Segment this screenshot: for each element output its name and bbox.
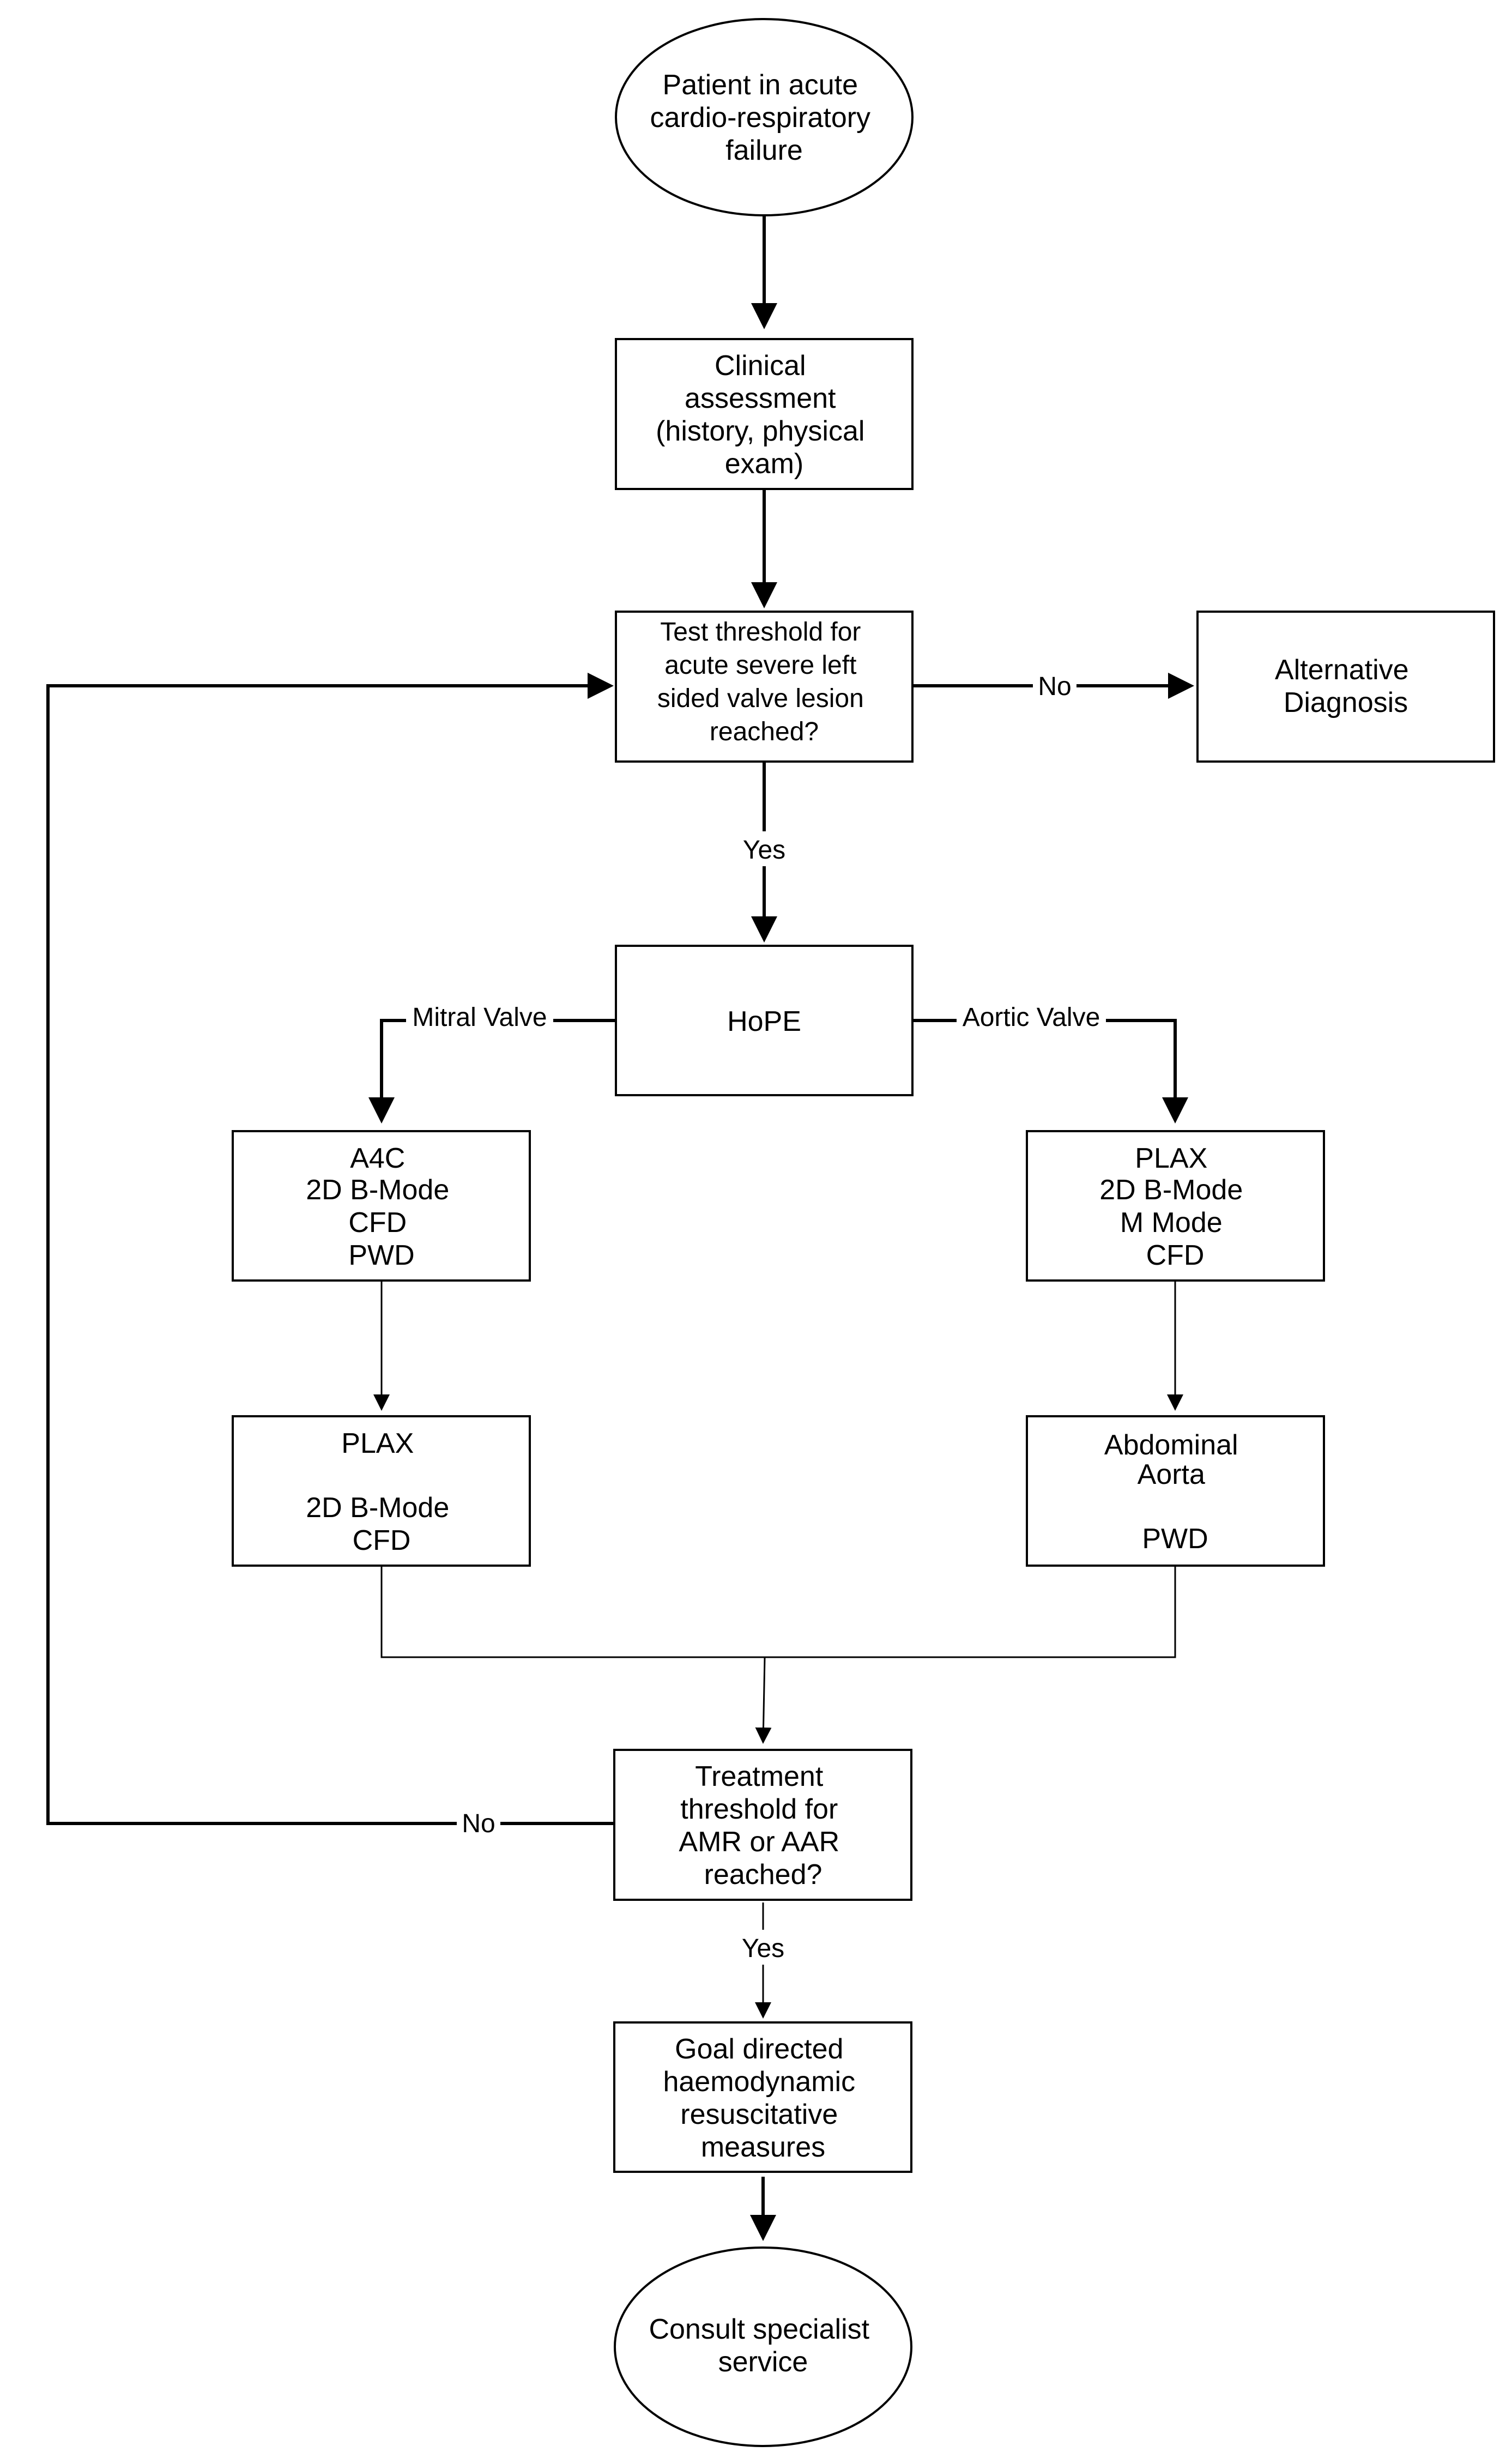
node-test-line: acute severe left xyxy=(664,651,856,680)
node-clinical-assessment: Clinical assessment (history, physical e… xyxy=(615,338,914,490)
svg-text:Alternative Diagnosis: Alternative Diagnosis xyxy=(1275,654,1417,718)
svg-text:A4C 2D B-Mode CFD: A4C 2D B-Mode CFD PWD xyxy=(306,1143,457,1271)
node-consult-line: Consult specialist xyxy=(649,2314,869,2345)
node-consult-line: service xyxy=(718,2346,808,2378)
node-alternative-diagnosis: Alternative Diagnosis xyxy=(1196,611,1495,763)
edge-merge-to-treatment xyxy=(755,1657,772,1744)
node-clinical-line: assessment xyxy=(685,383,836,414)
node-plax-mitral: PLAX 2D B-Mode CFD xyxy=(232,1415,531,1567)
node-plax-aortic-line: 2D B-Mode xyxy=(1099,1174,1243,1206)
svg-text:Clinical assessment: Clinical assessment (history, physical e… xyxy=(656,350,873,480)
svg-text:Test threshold for acute: Test threshold for acute severe left sid… xyxy=(657,618,871,746)
node-clinical-line: exam) xyxy=(725,448,803,480)
node-a4c-title: A4C xyxy=(350,1143,405,1174)
svg-text:Patient in acute cardio-: Patient in acute cardio-respiratory fail… xyxy=(650,69,878,166)
edge-label-treatment-no: No xyxy=(462,1809,495,1838)
node-treatment-line: AMR or AAR xyxy=(679,1826,839,1858)
node-plax-aortic-title: PLAX xyxy=(1135,1143,1207,1174)
node-plax-aortic-line: CFD xyxy=(1146,1240,1205,1271)
edge-labels: No Yes Mitral Valve Aortic Valve No Yes xyxy=(406,669,1106,1965)
node-a4c-line: CFD xyxy=(348,1207,407,1239)
node-a4c: A4C 2D B-Mode CFD PWD xyxy=(232,1130,531,1282)
node-plax-aortic-line: M Mode xyxy=(1120,1207,1223,1239)
svg-text:Abdominal Aorta PW: Abdominal Aorta PWD xyxy=(1104,1429,1246,1555)
node-start: Patient in acute cardio-respiratory fail… xyxy=(615,18,914,216)
node-start-line: failure xyxy=(725,135,803,166)
svg-text:Consult specialist servi: Consult specialist service xyxy=(649,2314,877,2378)
edge-treatment-to-test-loop xyxy=(46,673,614,1825)
node-goal-line: resuscitative xyxy=(680,2099,838,2130)
node-plax-aortic: PLAX 2D B-Mode M Mode CFD xyxy=(1026,1130,1325,1282)
node-treatment-line: threshold for xyxy=(680,1793,838,1825)
edge-merge-connector xyxy=(380,1566,1176,1658)
node-abdominal-aorta: Abdominal Aorta PWD xyxy=(1026,1415,1325,1567)
node-plax-mitral-title: PLAX xyxy=(341,1428,414,1459)
node-alternative-line: Diagnosis xyxy=(1284,687,1408,718)
node-a4c-line: PWD xyxy=(348,1240,414,1271)
node-plax-mitral-line: CFD xyxy=(353,1525,411,1556)
node-abdominal-title: Aorta xyxy=(1138,1459,1205,1490)
node-treatment-line: reached? xyxy=(704,1859,822,1891)
node-test-threshold: Test threshold for acute severe left sid… xyxy=(615,611,914,763)
node-goal-line: haemodynamic xyxy=(663,2066,855,2098)
node-alternative-line: Alternative xyxy=(1275,654,1409,686)
node-abdominal-line: PWD xyxy=(1142,1523,1208,1555)
svg-text:Goal directed haemodynam: Goal directed haemodynamic resuscitative… xyxy=(663,2033,863,2163)
edge-label-test-no: No xyxy=(1038,672,1071,701)
node-hope: HoPE xyxy=(615,945,914,1096)
node-hope-label: HoPE xyxy=(727,1006,801,1037)
node-treatment-threshold: Treatment threshold for AMR or AAR reach… xyxy=(613,1749,912,1901)
node-goal-line: measures xyxy=(701,2131,825,2163)
svg-text:HoPE: HoPE xyxy=(727,1006,801,1037)
node-consult: Consult specialist service xyxy=(614,2246,912,2447)
edge-label-mitral-valve: Mitral Valve xyxy=(412,1003,547,1032)
node-clinical-line: Clinical xyxy=(715,350,806,382)
node-plax-mitral-line: 2D B-Mode xyxy=(306,1492,449,1524)
node-treatment-line: Treatment xyxy=(695,1761,824,1792)
edge-label-test-yes: Yes xyxy=(743,836,785,865)
node-test-line: Test threshold for xyxy=(660,618,861,647)
edge-label-aortic-valve: Aortic Valve xyxy=(963,1003,1100,1032)
node-goal-line: Goal directed xyxy=(675,2033,843,2065)
node-clinical-line: (history, physical xyxy=(656,415,864,447)
node-a4c-line: 2D B-Mode xyxy=(306,1174,449,1206)
node-start-line: Patient in acute xyxy=(663,69,858,101)
edges xyxy=(46,215,1194,2241)
edge-label-treatment-yes: Yes xyxy=(742,1934,784,1963)
node-start-line: cardio-respiratory xyxy=(650,102,870,134)
svg-text:PLAX 2D B-Mode CFD: PLAX 2D B-Mode CFD xyxy=(306,1428,457,1556)
node-abdominal-title: Abdominal xyxy=(1104,1429,1238,1461)
svg-text:Treatment threshold for: Treatment threshold for AMR or AAR reach… xyxy=(679,1761,847,1891)
node-test-line: sided valve lesion xyxy=(657,684,864,713)
node-test-line: reached? xyxy=(710,717,819,746)
svg-text:PLAX 2D B-Mode M M: PLAX 2D B-Mode M Mode CFD xyxy=(1099,1143,1250,1271)
node-goal-directed: Goal directed haemodynamic resuscitative… xyxy=(613,2021,912,2173)
